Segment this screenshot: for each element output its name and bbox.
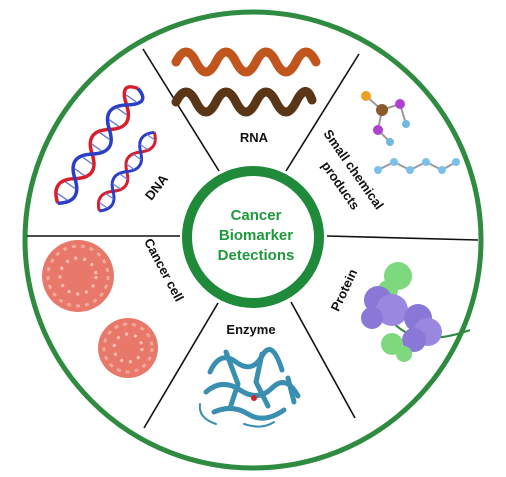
cancer-cell-illustration bbox=[42, 240, 158, 378]
center-title-line3: Detections bbox=[218, 247, 295, 264]
enzyme-label: Enzyme bbox=[226, 322, 275, 337]
dna-helix-small bbox=[96, 130, 157, 213]
cancer-cell-small bbox=[98, 318, 158, 378]
divider-enzyme-cell bbox=[143, 302, 219, 429]
dna-illustration bbox=[54, 85, 157, 213]
divider-dna-rna bbox=[142, 48, 220, 172]
divider-protein-enzyme bbox=[290, 301, 356, 419]
protein-illustration bbox=[361, 262, 471, 362]
rna-strand-bottom bbox=[171, 87, 317, 117]
rna-strand-top bbox=[171, 47, 321, 77]
rna-illustration bbox=[171, 47, 321, 117]
divider-small-protein bbox=[326, 235, 479, 241]
center-title-line2: Biomarker bbox=[219, 227, 293, 244]
dna-helix-large bbox=[54, 85, 145, 205]
center-title-line1: Cancer bbox=[231, 207, 282, 224]
divider-rna-small bbox=[285, 53, 360, 172]
small-molecule-illustration bbox=[361, 91, 460, 174]
segment-dividers bbox=[27, 48, 479, 429]
enzyme-illustration bbox=[198, 347, 301, 428]
center-ring bbox=[182, 166, 324, 308]
cancer-cell-large bbox=[42, 240, 114, 312]
rna-label: RNA bbox=[240, 130, 269, 145]
